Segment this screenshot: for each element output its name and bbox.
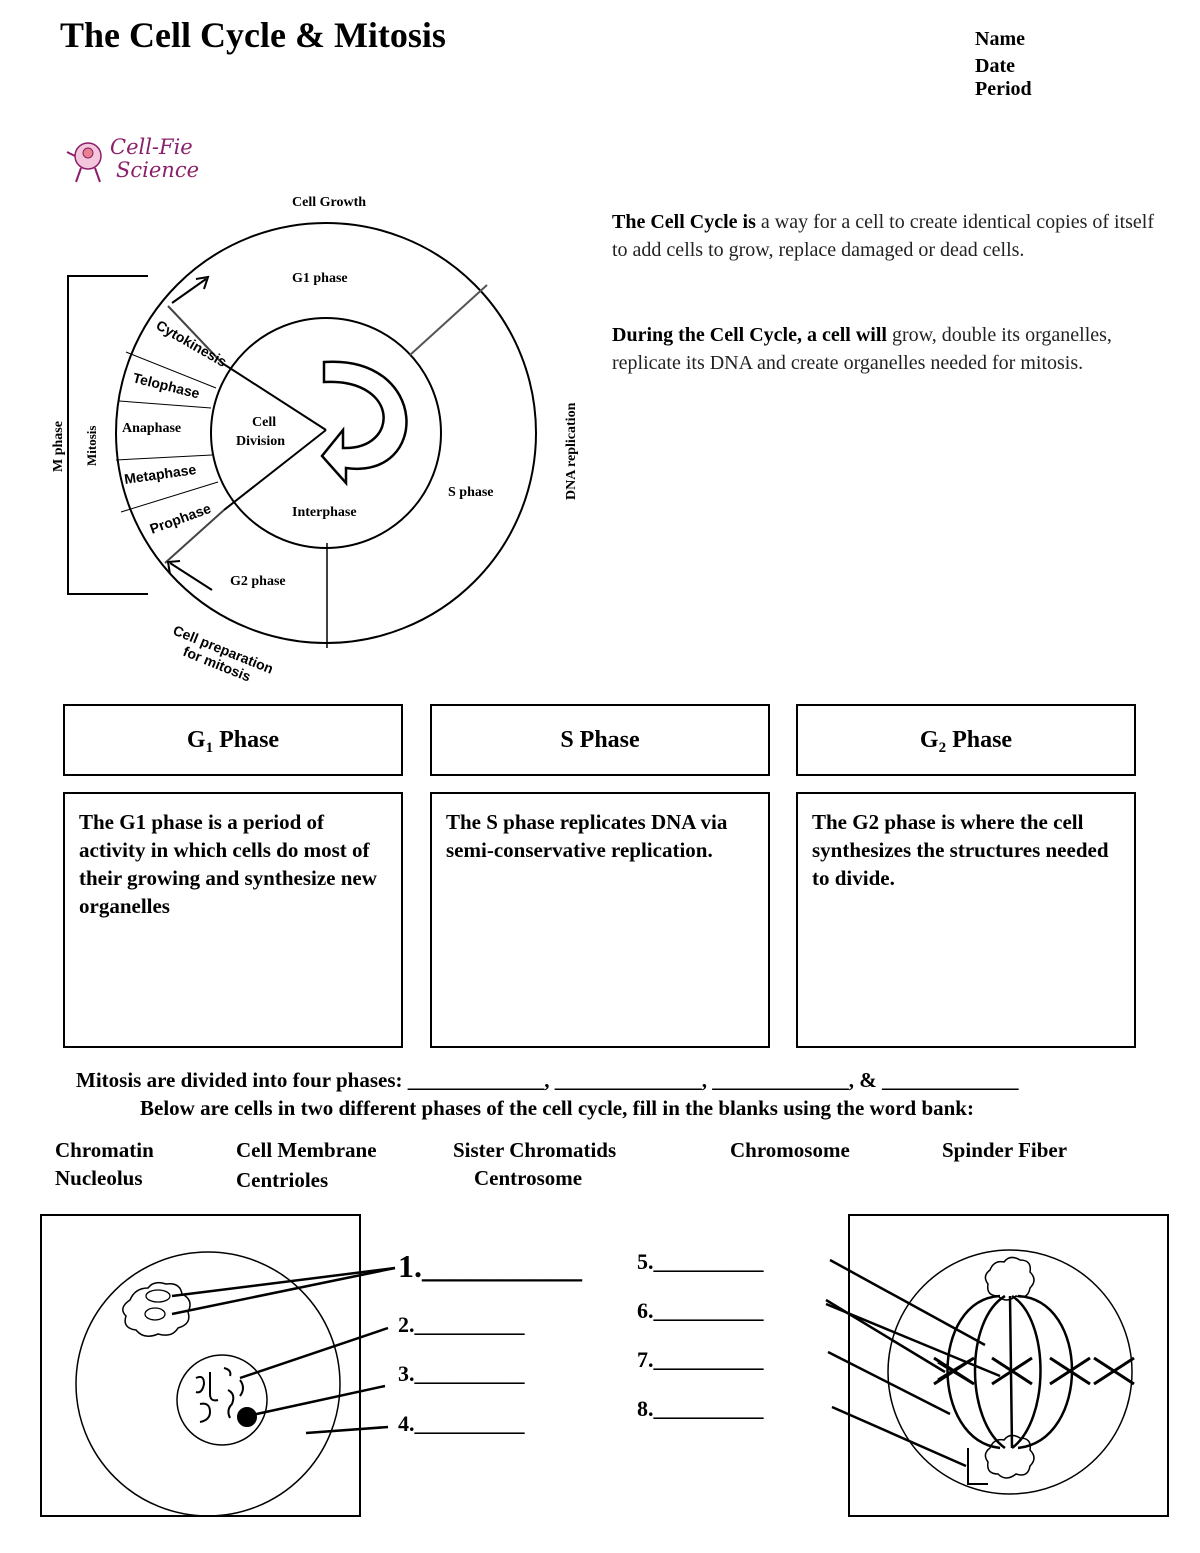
s-phase-header: S Phase: [430, 704, 770, 776]
top-centrosome: [985, 1257, 1034, 1300]
cell-cycle-diagram: Cell Growth G1 phase S phase G2 phase In…: [0, 185, 600, 695]
word-nucleolus: Nucleolus: [55, 1166, 143, 1191]
intro-p2-bold: During the Cell Cycle, a cell will: [612, 324, 887, 346]
cell-growth-label: Cell Growth: [292, 195, 366, 210]
cell-illustrations: [0, 1200, 1200, 1530]
blank-6[interactable]: 6.__________: [637, 1298, 764, 1324]
mitosis-phases-blank: Mitosis are divided into four phases: __…: [76, 1068, 1019, 1093]
logo-line-2: Science: [110, 159, 199, 182]
telophase-label: Telophase: [131, 369, 201, 401]
g1-phase-header: G1 Phase: [63, 704, 403, 776]
logo-line-1: Cell-Fie: [110, 136, 199, 159]
anaphase-label: Anaphase: [122, 421, 181, 436]
word-spinder-fiber: Spinder Fiber: [942, 1138, 1067, 1163]
blank-2[interactable]: 2.__________: [398, 1312, 525, 1338]
g2-phase-header: G2 Phase: [796, 704, 1136, 776]
cycle-arrow: [322, 362, 406, 483]
g2-label: G2 phase: [230, 574, 286, 589]
interphase-label: Interphase: [292, 505, 357, 520]
intro-paragraph-2: During the Cell Cycle, a cell will grow,…: [612, 321, 1157, 377]
metaphase-label: Metaphase: [123, 461, 197, 487]
interphase-centrosome: [123, 1283, 190, 1337]
dna-replication-label: DNA replication: [564, 402, 579, 500]
date-label: Date: [975, 55, 1015, 78]
cell-division-label-1: Cell: [252, 415, 276, 430]
chromatin-strands: [196, 1368, 243, 1422]
prophase-label: Prophase: [148, 500, 214, 537]
word-centrioles: Centrioles: [236, 1168, 328, 1193]
m-phase-label: M phase: [51, 421, 66, 472]
blank-7[interactable]: 7.__________: [637, 1347, 764, 1373]
blank-5[interactable]: 5.__________: [637, 1249, 764, 1275]
g2-phase-description: The G2 phase is where the cell synthesiz…: [796, 792, 1136, 1048]
mitosis-label: Mitosis: [84, 426, 99, 466]
intro-paragraph-1: The Cell Cycle is a way for a cell to cr…: [612, 208, 1157, 264]
blank-1[interactable]: 1.__________: [398, 1248, 582, 1285]
word-sister-chromatids: Sister Chromatids: [453, 1138, 616, 1163]
blank-8[interactable]: 8.__________: [637, 1396, 764, 1422]
bottom-centrosome: [985, 1435, 1034, 1478]
page-title: The Cell Cycle & Mitosis: [60, 14, 446, 56]
blank-3[interactable]: 3.__________: [398, 1361, 525, 1387]
cell-division-label-2: Division: [236, 434, 285, 449]
g1-phase-description: The G1 phase is a period of activity in …: [63, 792, 403, 1048]
g1-label: G1 phase: [292, 271, 348, 286]
word-cell-membrane: Cell Membrane: [236, 1138, 377, 1163]
s-label: S phase: [448, 485, 494, 500]
interphase-nucleus: [177, 1355, 267, 1445]
nucleolus: [238, 1408, 256, 1426]
logo-text: Cell-Fie Science: [110, 136, 199, 182]
word-chromatin: Chromatin: [55, 1138, 154, 1163]
blank-4[interactable]: 4.__________: [398, 1411, 525, 1437]
word-centrosome: Centrosome: [474, 1166, 582, 1191]
interphase-cell-frame: [41, 1215, 360, 1516]
period-label: Period: [975, 78, 1032, 101]
cytokinesis-label: Cytokinesis: [154, 317, 230, 370]
word-chromosome: Chromosome: [730, 1138, 850, 1163]
instructions: Below are cells in two different phases …: [140, 1096, 974, 1121]
s-phase-description: The S phase replicates DNA via semi-cons…: [430, 792, 770, 1048]
intro-p1-bold: The Cell Cycle is: [612, 211, 756, 233]
name-label: Name: [975, 28, 1025, 51]
